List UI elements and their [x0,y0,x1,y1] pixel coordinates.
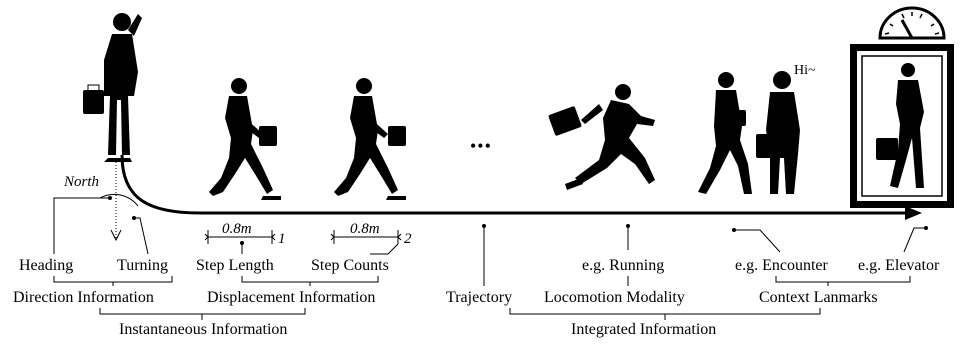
walking-man-2-figure [334,78,406,200]
label-locomotion-modality: Locomotion Modality [544,289,685,306]
label-heading: Heading [19,257,73,274]
step-count-value: 0.8m [350,221,380,237]
step-length-bracket [204,230,276,244]
elevator-figure [850,6,954,208]
label-turning: Turning [117,257,168,274]
step-length-value: 0.8m [222,221,252,237]
connector-lines [53,196,928,286]
label-trajectory: Trajectory [446,289,512,306]
label-direction-information: Direction Information [13,289,154,306]
walking-man-1-figure [209,78,281,200]
label-instantaneous-information: Instantaneous Information [119,321,287,338]
north-indicator [99,162,139,242]
step-count-index: 2 [404,231,412,247]
trajectory-arrow [120,154,922,220]
step-count-bracket [330,230,402,244]
step-length-index: 1 [278,231,286,247]
running-man-figure [548,84,655,190]
row2-brackets [99,308,821,320]
label-displacement-information: Displacement Information [207,289,375,306]
encounter-figures [698,71,800,194]
label-encounter: e.g. Encounter [735,257,829,274]
label-step-counts: Step Counts [311,257,389,274]
row1-brackets [53,276,911,286]
speech-bubble-text: Hi~ [794,63,816,78]
label-step-length: Step Length [196,257,274,274]
label-integrated-information: Integrated Information [571,321,716,338]
standing-man-figure [83,13,142,162]
north-label: North [63,174,99,190]
label-elevator: e.g. Elevator [858,257,940,274]
label-running: e.g. Running [582,257,664,274]
ellipsis-dots: ••• [470,136,492,156]
label-context-landmarks: Context Lanmarks [759,289,878,306]
